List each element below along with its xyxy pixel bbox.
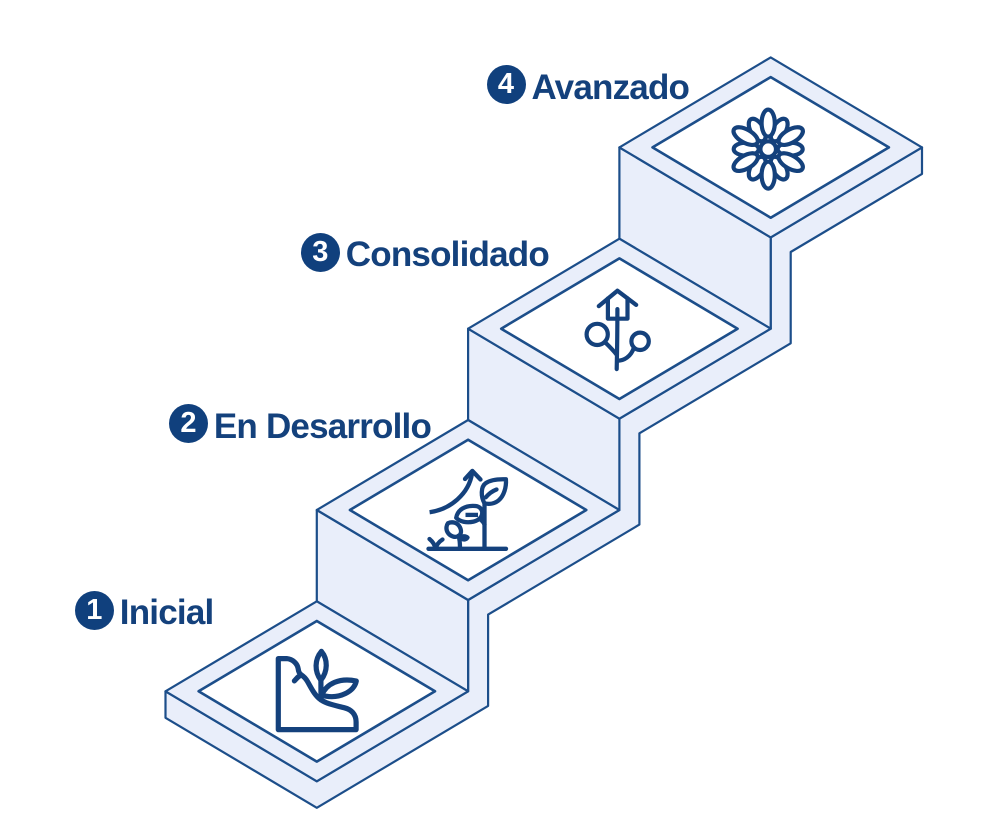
step-3-number-badge: 3 bbox=[300, 232, 340, 272]
flower-icon bbox=[731, 107, 805, 191]
step-2-label: 2 En Desarrollo bbox=[168, 404, 432, 446]
seedling-on-soil-icon bbox=[275, 648, 359, 733]
step-1-label-text: Inicial bbox=[119, 593, 214, 632]
step-4-label: 4 Avanzado bbox=[486, 65, 690, 107]
growing-plants-arrow-icon bbox=[426, 468, 509, 551]
step-1-number-badge: 1 bbox=[74, 590, 114, 630]
step-2-number-badge: 2 bbox=[168, 404, 208, 444]
step-3-label-text: Consolidado bbox=[345, 235, 550, 275]
step-1-panel bbox=[197, 619, 437, 763]
step-2-panel bbox=[348, 438, 588, 582]
flower-petals-front bbox=[731, 107, 805, 191]
plant-berries-up-arrow-icon bbox=[584, 288, 651, 372]
step-2-label-text: En Desarrollo bbox=[213, 406, 432, 446]
step-4-label-text: Avanzado bbox=[531, 67, 690, 107]
step-3-label: 3 Consolidado bbox=[300, 232, 550, 275]
step-1-label: 1 Inicial bbox=[74, 590, 214, 632]
flower-center bbox=[758, 139, 779, 160]
step-4-number-badge: 4 bbox=[486, 65, 526, 105]
